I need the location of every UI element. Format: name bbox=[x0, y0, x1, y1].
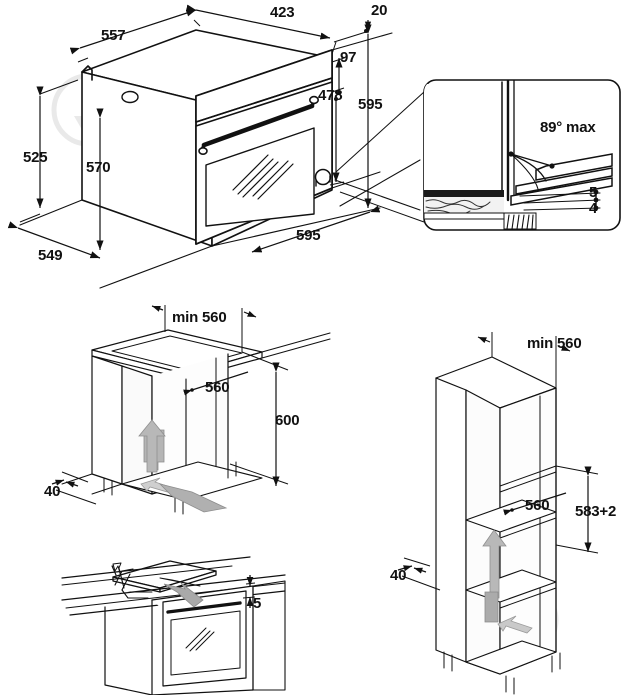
figure-oven-isometric bbox=[19, 29, 421, 289]
dimension-label-560-tall: 560 bbox=[525, 497, 550, 514]
airflow-arrows-tall-cabinet bbox=[482, 529, 533, 634]
dimension-label-423: 423 bbox=[270, 4, 295, 21]
insert-arrow-worktop bbox=[163, 582, 204, 608]
dimension-label-20: 20 bbox=[371, 2, 388, 19]
figure-tall-column-cabinet bbox=[435, 356, 561, 695]
dimension-label-557: 557 bbox=[101, 27, 126, 44]
dimension-label-40-under-counter: 40 bbox=[44, 483, 61, 500]
dimension-label-595-width: 595 bbox=[296, 227, 321, 244]
dimension-label-570: 570 bbox=[86, 159, 111, 176]
dimension-label-max-angle: 89° max bbox=[540, 119, 596, 136]
dimension-label-gap-5: 5 bbox=[589, 184, 598, 201]
dimension-label-min560-tall: min 560 bbox=[527, 335, 582, 352]
dimension-label-min560-under-counter: min 560 bbox=[172, 309, 227, 326]
figure-tall-cabinet-dimension-lines bbox=[397, 332, 599, 591]
dimension-label-478: 478 bbox=[318, 87, 343, 104]
airflow-arrows-under-counter bbox=[138, 419, 228, 513]
dimension-label-525: 525 bbox=[23, 149, 48, 166]
dimension-label-549: 549 bbox=[38, 247, 63, 264]
figure-under-counter-dimension-lines bbox=[51, 305, 289, 505]
dimension-label-583-plus-2: 583+2 bbox=[575, 503, 617, 520]
dimension-label-97: 97 bbox=[340, 49, 357, 66]
dimension-label-40-tall: 40 bbox=[390, 567, 407, 584]
figure-under-counter-cabinet bbox=[61, 329, 331, 515]
figure-hinge-detail-inset bbox=[335, 79, 621, 231]
dimension-label-560-under-counter: 560 bbox=[205, 379, 230, 396]
dimension-label-595-height: 595 bbox=[358, 96, 383, 113]
figure-oven-dimension-lines bbox=[7, 4, 381, 259]
figure-worktop-clearance bbox=[61, 556, 286, 695]
dimension-label-gap-4: 4 bbox=[589, 200, 598, 217]
dimension-label-5-worktop: 5 bbox=[253, 595, 262, 612]
dimension-label-600: 600 bbox=[275, 412, 300, 429]
figure-worktop-dimension-lines bbox=[242, 575, 256, 608]
